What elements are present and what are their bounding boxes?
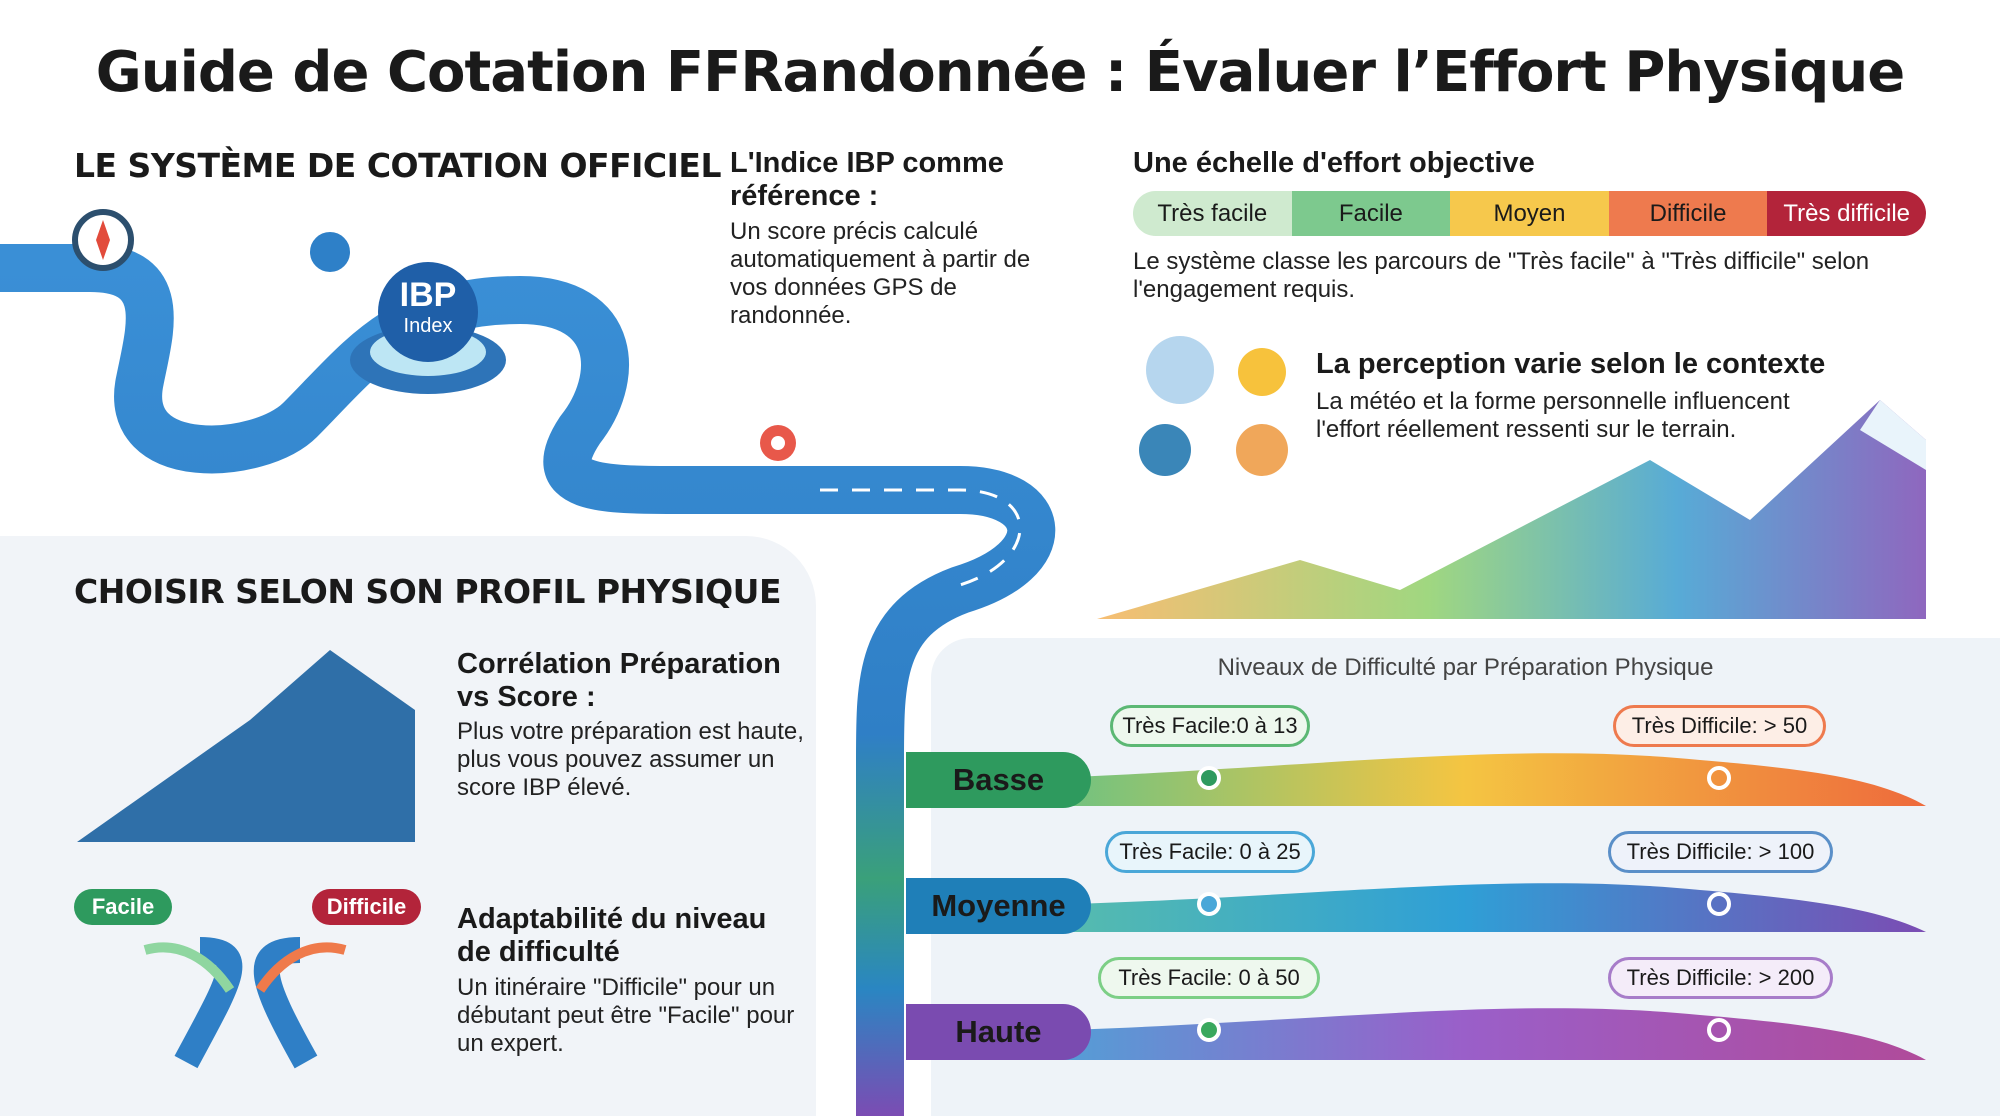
perception-body: La météo et la forme personnelle influen…	[1316, 388, 1790, 443]
easy-bubble-haute: Très Facile: 0 à 50	[1098, 957, 1320, 999]
ibp-badge-bottom: Index	[403, 315, 453, 337]
ibp-heading: L'Indice IBP comme référence :	[730, 147, 1004, 212]
scale-level: Très difficile	[1767, 191, 1926, 236]
scale-level: Difficile	[1608, 191, 1768, 236]
correlation-body: Plus votre préparation est haute, plus v…	[457, 718, 804, 801]
hard-bubble-basse: Très Difficile: > 50	[1613, 705, 1826, 747]
scale-heading: Une échelle d'effort objective	[1133, 147, 1535, 179]
adapt-body: Un itinéraire "Difficile" pour un débuta…	[457, 974, 795, 1057]
easy-marker	[1197, 1018, 1221, 1042]
ibp-body: Un score précis calculé automatiquement …	[730, 218, 1031, 329]
scale-level: Très facile	[1133, 191, 1292, 236]
hard-marker	[1707, 1018, 1731, 1042]
easy-marker	[1197, 766, 1221, 790]
profile-heading: CHOISIR SELON SON PROFIL PHYSIQUE	[74, 572, 782, 611]
scale-level: Moyen	[1450, 191, 1609, 236]
page-title: Guide de Cotation FFRandonnée : Évaluer …	[95, 40, 1905, 105]
ibp-badge-top: IBP	[399, 276, 457, 314]
perception-heading: La perception varie selon le contexte	[1316, 348, 1826, 380]
hard-bubble-moyenne: Très Difficile: > 100	[1608, 831, 1833, 873]
scale-level: Facile	[1291, 191, 1451, 236]
scale-body: Le système classe les parcours de "Très …	[1133, 248, 1870, 303]
hard-badge: Difficile	[312, 889, 421, 925]
easy-marker	[1197, 892, 1221, 916]
ibp-index-badge: IBP Index	[378, 262, 478, 362]
easy-bubble-basse: Très Facile:0 à 13	[1110, 705, 1310, 747]
correlation-heading: Corrélation Préparation vs Score :	[457, 648, 781, 713]
hard-marker	[1707, 766, 1731, 790]
adapt-heading: Adaptabilité du niveau de difficulté	[457, 903, 767, 968]
chart-title: Niveaux de Difficulté par Préparation Ph…	[1217, 654, 1714, 681]
easy-bubble-moyenne: Très Facile: 0 à 25	[1105, 831, 1315, 873]
difficulty-scale: Très facile Facile Moyen Difficile Très …	[1133, 191, 1926, 236]
official-heading: LE SYSTÈME DE COTATION OFFICIEL	[74, 146, 721, 185]
easy-badge: Facile	[74, 889, 172, 925]
level-moyenne: Moyenne	[906, 878, 1091, 934]
level-haute: Haute	[906, 1004, 1091, 1060]
hard-bubble-haute: Très Difficile: > 200	[1608, 957, 1833, 999]
level-basse: Basse	[906, 752, 1091, 808]
hard-marker	[1707, 892, 1731, 916]
